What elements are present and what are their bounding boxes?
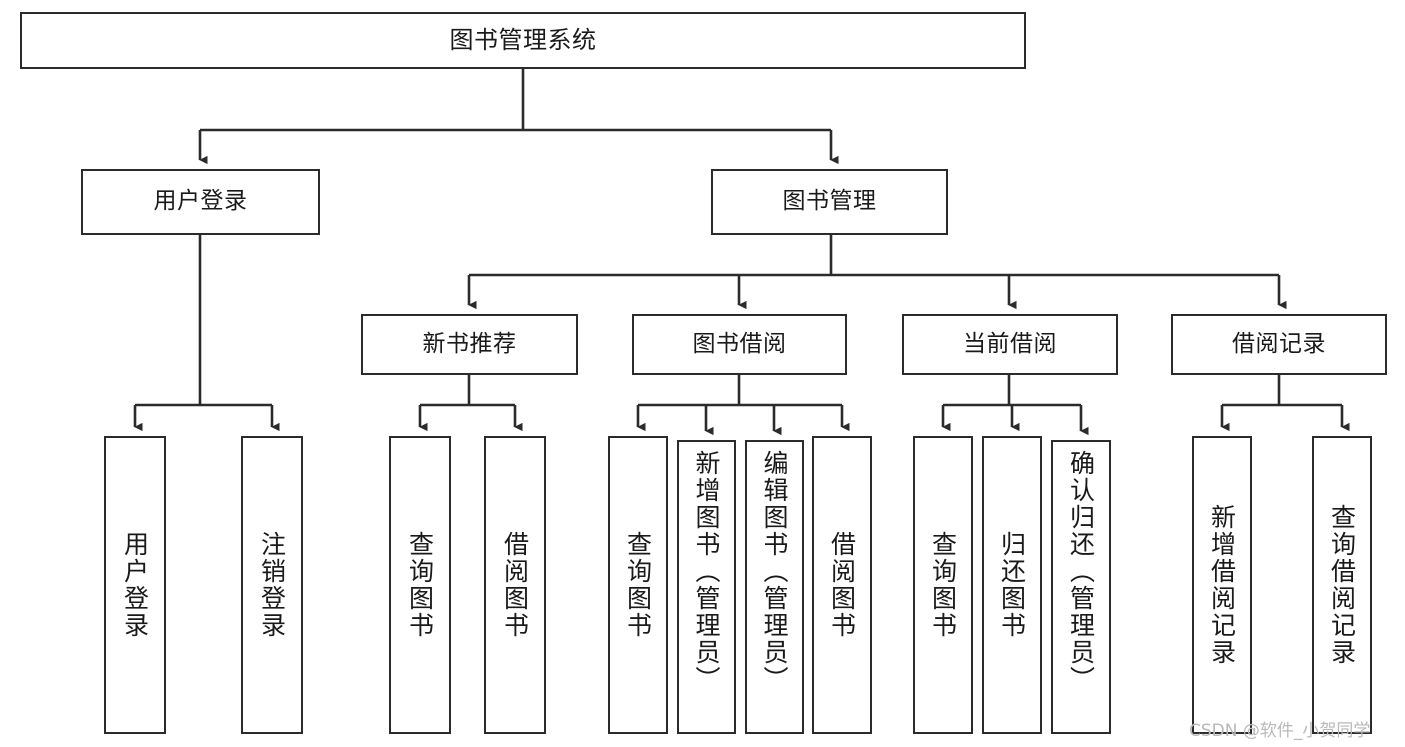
node-user-login[interactable]: 用户登录 <box>81 169 320 235</box>
node-label: 查询借阅记录 <box>1327 504 1357 666</box>
node-label: 查询图书 <box>623 531 653 639</box>
node-leaf-user-login[interactable]: 用户登录 <box>104 436 166 734</box>
node-label: 注销登录 <box>257 531 287 639</box>
node-new-book-recommend[interactable]: 新书推荐 <box>361 314 578 375</box>
node-book-borrow[interactable]: 图书借阅 <box>632 314 847 375</box>
node-leaf-query-borrow-record[interactable]: 查询借阅记录 <box>1312 436 1372 734</box>
node-leaf-query-book-borrow[interactable]: 查询图书 <box>608 436 668 734</box>
node-label: 用户登录 <box>120 531 150 639</box>
node-label: 确认归还（管理员） <box>1066 450 1096 693</box>
node-label: 图书管理系统 <box>449 26 597 55</box>
node-label: 用户登录 <box>153 188 248 215</box>
node-root-book-management-system[interactable]: 图书管理系统 <box>20 12 1026 69</box>
node-leaf-user-logout[interactable]: 注销登录 <box>241 436 303 734</box>
node-label: 新书推荐 <box>422 330 517 357</box>
node-label: 新增借阅记录 <box>1207 504 1237 666</box>
node-leaf-return-book[interactable]: 归还图书 <box>982 436 1042 734</box>
node-leaf-query-book-current[interactable]: 查询图书 <box>913 436 973 734</box>
node-leaf-borrow-book[interactable]: 借阅图书 <box>812 436 872 734</box>
node-label: 新增图书（管理员） <box>692 450 721 693</box>
node-label: 借阅图书 <box>827 531 857 639</box>
node-label: 归还图书 <box>997 531 1027 639</box>
node-leaf-edit-book-admin[interactable]: 编辑图书（管理员） <box>745 440 804 734</box>
node-label: 查询图书 <box>405 531 435 639</box>
node-current-borrow[interactable]: 当前借阅 <box>902 314 1118 375</box>
node-label: 借阅记录 <box>1232 330 1326 357</box>
node-borrow-record[interactable]: 借阅记录 <box>1171 314 1387 375</box>
node-leaf-add-borrow-record[interactable]: 新增借阅记录 <box>1192 436 1252 734</box>
node-label: 当前借阅 <box>963 330 1057 357</box>
node-leaf-add-book-admin[interactable]: 新增图书（管理员） <box>677 440 736 734</box>
node-label: 图书借阅 <box>692 330 787 357</box>
node-label: 图书管理 <box>782 188 877 215</box>
node-leaf-confirm-return-admin[interactable]: 确认归还（管理员） <box>1051 440 1111 734</box>
node-label: 查询图书 <box>928 531 958 639</box>
csdn-watermark: CSDN @软件_小贺同学 <box>1189 721 1371 741</box>
node-leaf-query-book-recommend[interactable]: 查询图书 <box>389 436 451 734</box>
node-book-management[interactable]: 图书管理 <box>711 169 948 235</box>
node-label: 借阅图书 <box>500 531 530 639</box>
node-leaf-borrow-book-recommend[interactable]: 借阅图书 <box>484 436 546 734</box>
node-label: 编辑图书（管理员） <box>760 450 789 693</box>
